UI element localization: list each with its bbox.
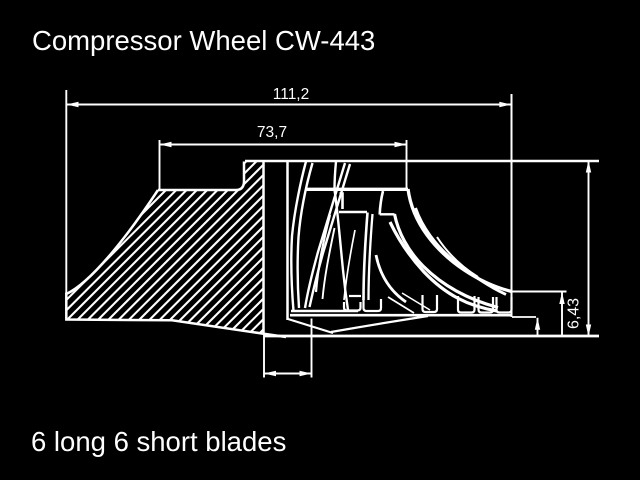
svg-text:6 long 6 short blades: 6 long 6 short blades bbox=[31, 426, 286, 457]
svg-text:Compressor Wheel CW-443: Compressor Wheel CW-443 bbox=[32, 25, 375, 56]
svg-text:6,43: 6,43 bbox=[566, 298, 583, 329]
svg-text:111,2: 111,2 bbox=[273, 86, 310, 103]
svg-text:73,7: 73,7 bbox=[257, 124, 287, 141]
